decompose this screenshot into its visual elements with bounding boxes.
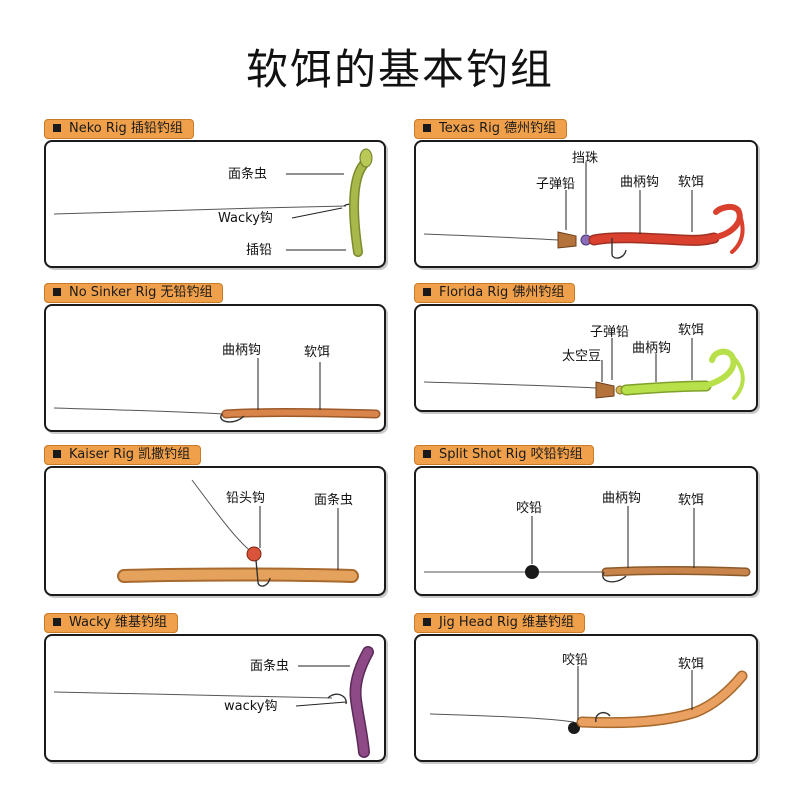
tag-florida-rig: Florida Rig 佛州钓组 <box>414 283 576 303</box>
label-bullet-weight: 子弹铅 <box>536 177 575 192</box>
label-jig-head-hook: 铅头钩 <box>226 491 265 506</box>
tag-kaiser-rig: Kaiser Rig 凯撒钓组 <box>44 445 202 465</box>
label-soft-bait: 软饵 <box>678 657 704 672</box>
tag-label: Kaiser Rig 凯撒钓组 <box>69 447 191 462</box>
panel-texas-rig: 挡珠 子弹铅 曲柄钩 软饵 <box>414 140 758 268</box>
label-noodle-worm: 面条虫 <box>314 492 353 508</box>
panel-jig-head-rig: 咬铅 软饵 <box>414 634 758 762</box>
label-bullet-weight: 子弹铅 <box>590 325 629 340</box>
page-title: 软饵的基本钓组 <box>245 45 554 94</box>
panel-florida-rig: 子弹铅 软饵 曲柄钩 太空豆 <box>414 304 758 412</box>
tag-jig-head-rig: Jig Head Rig 维基钓组 <box>414 613 585 633</box>
kaiser-rig-illustration: 铅头钩 面条虫 <box>117 479 359 587</box>
tag-square-icon <box>423 618 431 626</box>
tag-label: Neko Rig 插铅钓组 <box>69 121 183 136</box>
wacky-rig-illustration: 面条虫 wacky钩 <box>53 646 374 758</box>
no-sinker-rig-illustration: 曲柄钩 软饵 <box>53 343 381 423</box>
label-split-shot: 咬铅 <box>562 652 588 668</box>
label-noodle-worm: 面条虫 <box>228 166 267 182</box>
tag-label: Split Shot Rig 咬铅钓组 <box>439 447 583 462</box>
tag-label: Florida Rig 佛州钓组 <box>439 285 565 300</box>
tag-square-icon <box>53 288 61 296</box>
panel-kaiser-rig: 铅头钩 面条虫 <box>44 466 386 596</box>
label-wacky-hook: wacky钩 <box>224 699 278 714</box>
jig-head-rig-illustration: 咬铅 软饵 <box>429 652 748 734</box>
split-shot-rig-illustration: 咬铅 曲柄钩 软饵 <box>423 491 751 583</box>
label-soft-bait: 软饵 <box>678 323 704 338</box>
label-soft-bait: 软饵 <box>678 175 704 190</box>
tag-square-icon <box>53 124 61 132</box>
label-wacky-hook: Wacky钩 <box>218 211 273 226</box>
tag-label: Texas Rig 德州钓组 <box>439 121 557 136</box>
tag-no-sinker-rig: No Sinker Rig 无铅钓组 <box>44 283 224 303</box>
tag-wacky-rig: Wacky 维基钓组 <box>44 613 179 633</box>
label-bead-stopper: 挡珠 <box>572 151 598 166</box>
florida-rig-illustration: 子弹铅 软饵 曲柄钩 太空豆 <box>423 323 745 400</box>
tag-square-icon <box>53 618 61 626</box>
tag-label: Jig Head Rig 维基钓组 <box>439 615 574 630</box>
panel-wacky-rig: 面条虫 wacky钩 <box>44 634 386 762</box>
tag-label: Wacky 维基钓组 <box>69 615 168 630</box>
label-space-bead: 太空豆 <box>562 349 601 364</box>
tag-square-icon <box>53 450 61 458</box>
panel-neko-rig: 面条虫 Wacky钩 插铅 <box>44 140 386 268</box>
tag-label: No Sinker Rig 无铅钓组 <box>69 285 213 300</box>
label-offset-hook: 曲柄钩 <box>620 175 659 190</box>
tag-neko-rig: Neko Rig 插铅钓组 <box>44 119 194 139</box>
panel-no-sinker-rig: 曲柄钩 软饵 <box>44 304 386 432</box>
texas-rig-illustration: 挡珠 子弹铅 曲柄钩 软饵 <box>423 151 745 259</box>
tag-square-icon <box>423 288 431 296</box>
panel-split-shot-rig: 咬铅 曲柄钩 软饵 <box>414 466 758 596</box>
label-offset-hook: 曲柄钩 <box>602 491 641 506</box>
tag-square-icon <box>423 124 431 132</box>
label-split-shot: 咬铅 <box>516 500 542 516</box>
label-noodle-worm: 面条虫 <box>250 658 289 674</box>
tag-texas-rig: Texas Rig 德州钓组 <box>414 119 568 139</box>
label-offset-hook: 曲柄钩 <box>222 343 261 358</box>
tag-split-shot-rig: Split Shot Rig 咬铅钓组 <box>414 445 594 465</box>
label-soft-bait: 软饵 <box>678 493 704 508</box>
label-soft-bait: 软饵 <box>304 345 330 360</box>
neko-rig-illustration: 面条虫 Wacky钩 插铅 <box>53 148 373 258</box>
tag-square-icon <box>423 450 431 458</box>
label-insert-weight: 插铅 <box>246 243 272 258</box>
label-offset-hook: 曲柄钩 <box>632 341 671 356</box>
